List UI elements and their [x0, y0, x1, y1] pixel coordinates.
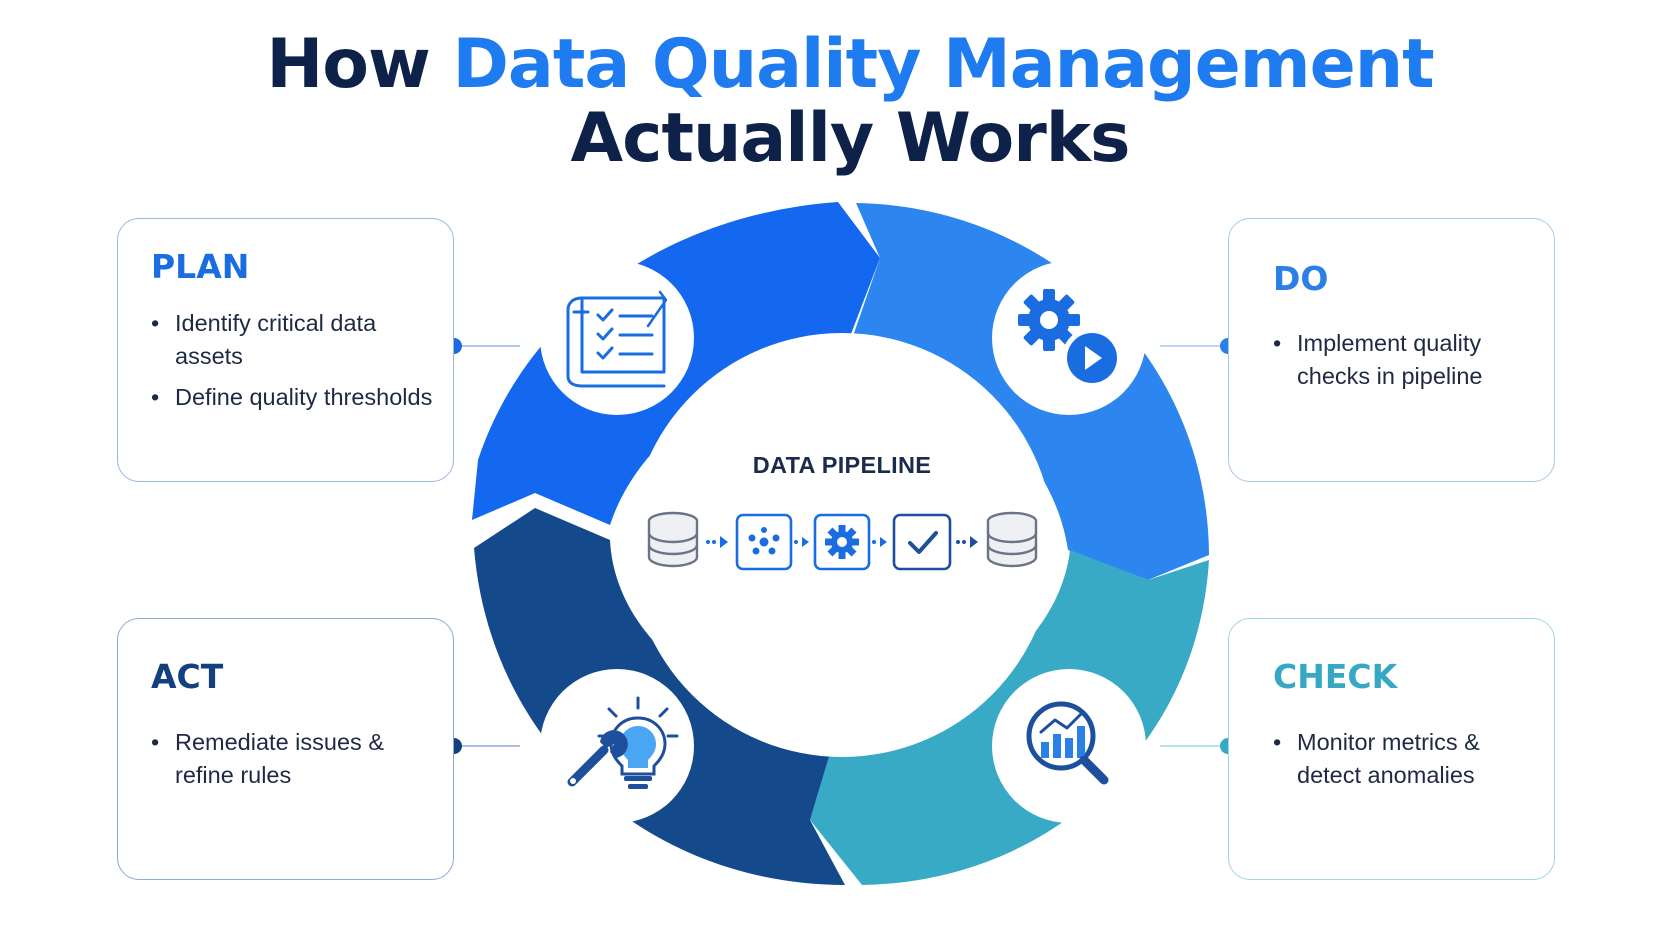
- plan-bullet: Identify critical data assets: [151, 307, 441, 373]
- pipeline-flow: [647, 511, 1038, 571]
- plan-panel: PLAN Identify critical data assets Defin…: [117, 218, 454, 482]
- page-title: How Data Quality Management Actually Wor…: [0, 28, 1672, 176]
- checkmark-glyph: [908, 531, 938, 554]
- checkmark-icon: [892, 513, 952, 571]
- wrench-lightbulb-icon: [567, 696, 679, 789]
- title-line-1: How Data Quality Management: [0, 28, 1672, 102]
- title-line-2: Actually Works: [570, 99, 1131, 178]
- act-bullet: Remediate issues & refine rules: [151, 726, 441, 792]
- flow-arrow: [956, 536, 978, 548]
- flow-arrow: [794, 537, 809, 547]
- title-prefix: How: [266, 25, 430, 104]
- plan-bullet: Define quality thresholds: [151, 381, 441, 414]
- act-panel: ACT Remediate issues & refine rules: [117, 618, 454, 880]
- network-nodes-glyph: [748, 527, 780, 555]
- plan-heading: PLAN: [151, 247, 250, 286]
- act-bullets: Remediate issues & refine rules: [151, 726, 441, 800]
- do-panel: DO Implement quality checks in pipeline: [1228, 218, 1555, 482]
- flow-arrow: [706, 536, 728, 548]
- plan-icon-disk: [540, 261, 694, 415]
- checklist-blueprint-icon: [566, 290, 668, 388]
- database-icon: [986, 511, 1038, 568]
- flow-arrow: [872, 537, 887, 547]
- check-bullet: Monitor metrics & detect anomalies: [1273, 726, 1543, 792]
- check-heading: CHECK: [1273, 657, 1398, 696]
- database-icon: [647, 511, 699, 568]
- gear-glyph: [825, 525, 859, 559]
- plan-bullets: Identify critical data assets Define qua…: [151, 307, 441, 422]
- act-heading: ACT: [151, 657, 224, 696]
- do-bullet: Implement quality checks in pipeline: [1273, 327, 1543, 393]
- gear-play-icon: [1018, 289, 1122, 388]
- check-bullets: Monitor metrics & detect anomalies: [1273, 726, 1543, 800]
- do-heading: DO: [1273, 259, 1329, 298]
- chart-magnifier-icon: [1026, 701, 1109, 785]
- do-bullets: Implement quality checks in pipeline: [1273, 327, 1543, 401]
- pipeline-label: DATA PIPELINE: [752, 452, 932, 478]
- check-panel: CHECK Monitor metrics & detect anomalies: [1228, 618, 1555, 880]
- title-highlight: Data Quality Management: [452, 25, 1434, 104]
- connector-lines: [454, 345, 1228, 747]
